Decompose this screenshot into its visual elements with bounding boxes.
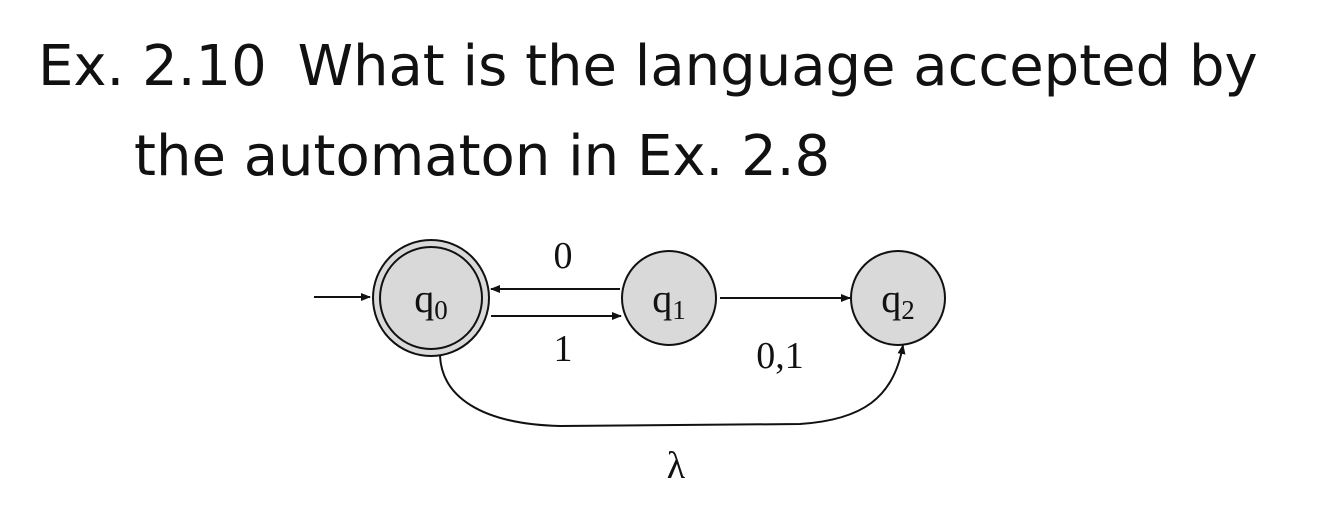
state-q1-label: q1 bbox=[652, 276, 686, 325]
state-q1: q1 bbox=[621, 250, 717, 346]
state-q2-label: q2 bbox=[881, 276, 915, 325]
state-q2: q2 bbox=[850, 250, 946, 346]
state-q0-inner-circle bbox=[379, 246, 483, 350]
slide-title: Ex. 2.10 What is the language accepted by… bbox=[38, 22, 1308, 202]
title-line-1: Ex. 2.10 What is the language accepted by bbox=[38, 22, 1308, 112]
state-q2-subscript: 2 bbox=[901, 295, 915, 325]
state-q1-circle bbox=[621, 250, 717, 346]
question-text-line-1: What is the language accepted by bbox=[297, 34, 1258, 99]
state-q0-label: q0 bbox=[414, 276, 448, 325]
transition-label-q0-q2: λ bbox=[667, 445, 686, 487]
state-q0-subscript: 0 bbox=[434, 295, 448, 325]
transition-label-q1-q2: 0,1 bbox=[756, 335, 804, 377]
transition-q0-to-q2 bbox=[439, 344, 906, 428]
state-q0: q0 bbox=[372, 239, 490, 357]
state-q0-symbol: q bbox=[414, 276, 434, 321]
state-q1-symbol: q bbox=[652, 276, 672, 321]
transition-label-q0-q1: 1 bbox=[554, 328, 573, 370]
question-text-line-2: the automaton in Ex. 2.8 bbox=[134, 124, 831, 189]
state-q2-symbol: q bbox=[881, 276, 901, 321]
state-q1-subscript: 1 bbox=[672, 295, 686, 325]
state-q2-circle bbox=[850, 250, 946, 346]
transition-label-q1-q0: 0 bbox=[554, 235, 573, 277]
example-number: Ex. 2.10 bbox=[38, 34, 267, 99]
